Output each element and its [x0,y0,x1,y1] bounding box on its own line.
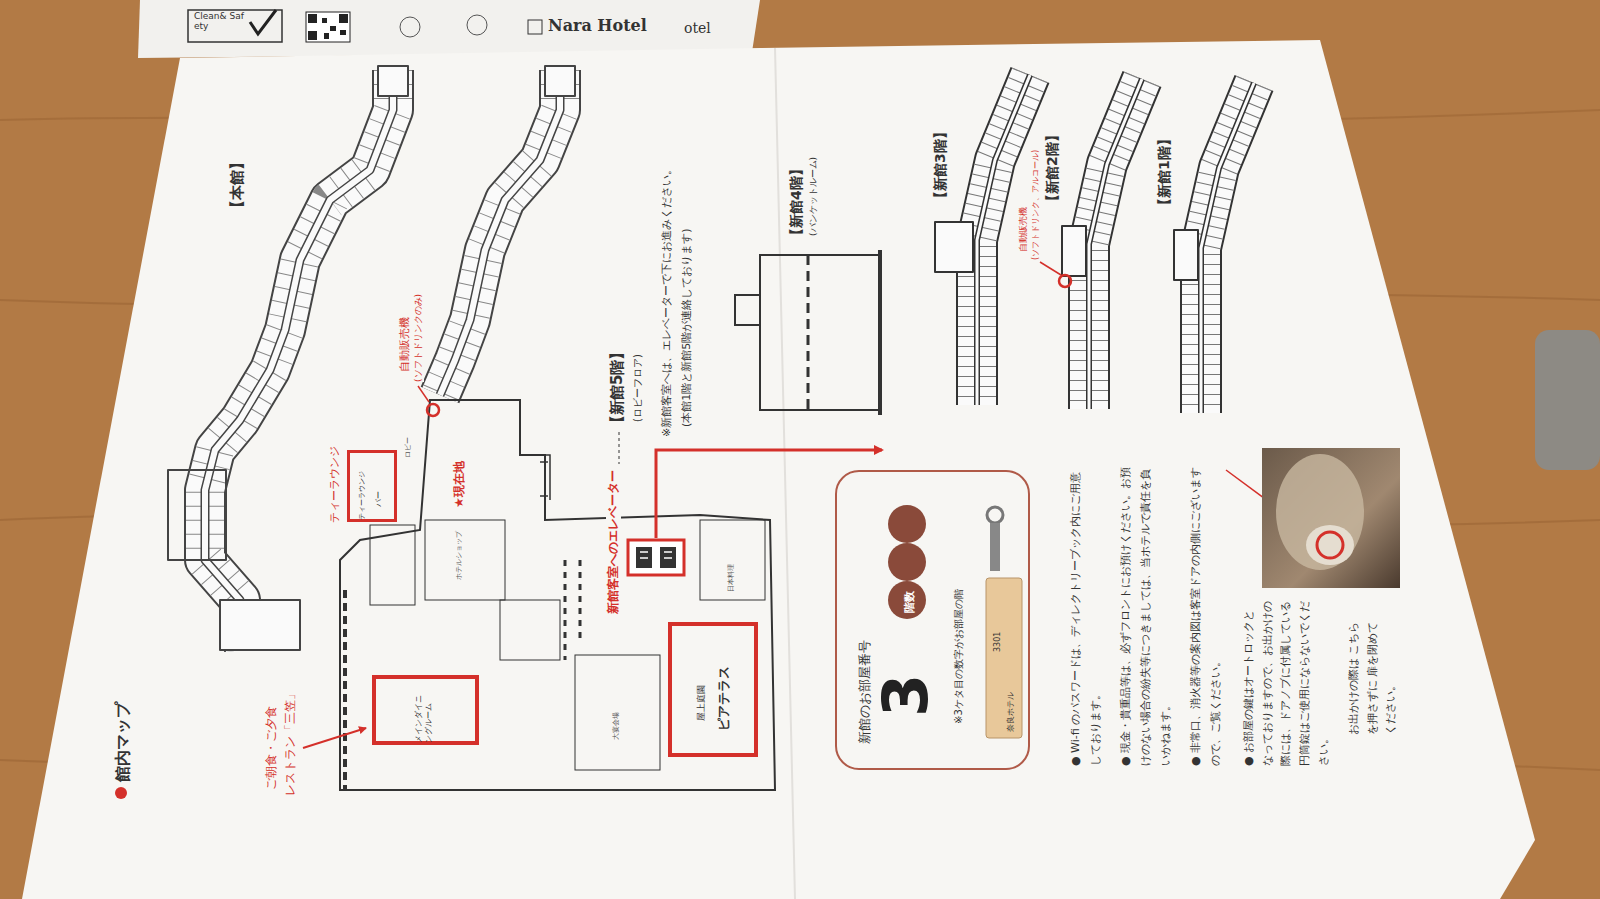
box-text: 屋上庭園 [696,685,707,721]
box-heading: ティーラウンジ [328,446,342,523]
main-building-wings [168,66,575,650]
logo-text: Clean& Safety [194,12,244,32]
floor-note: (バンケットルーム) [808,157,819,236]
box-text: 新館のお部屋番号 [857,640,873,744]
floor-heading: 【新館2階】 [1044,128,1062,208]
terrace-box: 屋上庭園ピアテラス [668,622,758,757]
key-tag-text: 奈良ホテル [1006,692,1016,732]
hotel-logo: Nara Hotel [548,16,647,36]
section-heading: 【本館】 [228,155,247,215]
room-number-dots [888,505,926,619]
floor-note: (ロビーフロア) [632,354,645,422]
lobby-floor [340,400,775,790]
vending-note: (ソフトドリンク、アルコール) [1031,150,1041,260]
floor-heading: 【新館3階】 [932,125,950,205]
floor-heading: 【新館1階】 [1156,132,1174,212]
header-logos [188,10,542,42]
box-text: 階数 [903,591,917,613]
annex-floors-1-3 [935,75,1254,413]
box-text: バー [374,491,384,507]
room-name: ロビー [404,437,413,458]
box-text: メインダイニングルーム [414,689,434,743]
key-illustration [986,507,1022,738]
box-text: ピアテラス [716,666,732,731]
title-bullet [115,787,127,799]
restaurant-label: ご朝食・ご夕食 [264,706,279,790]
door-photo [1262,448,1400,588]
back-sheet [138,0,760,58]
key-tag-text: 3301 [993,632,1003,652]
room-name: 日本料理 [727,564,736,592]
elevator-box [628,540,684,575]
callout-lines [303,262,1318,748]
guest-notice: ● 非常口、消火器等の案内図は客室ドアの内側にございますので、ご覧ください。 [1186,466,1226,766]
box-text: ティーラウンジ [358,471,367,520]
lounge-box: ティーラウンジティーラウンジバー [347,450,397,522]
box-text: ※3ケタ目の数字がお部屋の階 [953,589,966,724]
map-note: ※新館客室へは、エレベーターで下にお進みください。 [660,164,674,437]
restaurant-label: レストラン「三笠」 [283,688,298,796]
vending-label: 自動販売機 [1018,207,1029,252]
annex-floor-4 [735,250,880,415]
guest-notice: ● 現金・貴重品等は、必ずフロントにお預けください。お預けのない場合の紛失等につ… [1116,466,1175,766]
object-edge [1535,330,1600,470]
current-location: ★現在地 [452,461,467,508]
guest-notice: ● Wi-fi のパスワードは、ディレクトリーブック内にご用意しております。 [1066,466,1106,766]
map-sheet [22,40,1535,899]
guest-notice: ● お部屋の鍵はオートロックとなっておりますので、お出かけの際には、ドアノブに付… [1240,601,1333,766]
hotel-logo: otel [684,20,711,38]
elevator-label: 新館客室へのエレベーター [606,470,621,614]
floor-heading: 【新館4階】 [788,162,806,242]
map-title: 館内マップ [113,702,133,782]
room-name: 大宴会場 [612,712,621,740]
vending-label: 自動販売機 [398,317,412,372]
room-number-panel: 新館のお部屋番号3 階数 ※3ケタ目の数字がお部屋の階 [835,470,1030,770]
restaurant-box: メインダイニングルーム [372,675,479,745]
photo-caption: お出かけの際は こちらを押さずに 扉を閉めてください。 [1345,615,1401,735]
box-text: 3 [875,674,937,717]
room-name: ホテルショップ [455,531,464,580]
floor-heading: 【新館5階】 [608,345,627,430]
map-note: (本館1階と新館5階が連絡しております) [680,228,694,427]
vending-note: (ソフトドリンクのみ) [413,294,424,382]
